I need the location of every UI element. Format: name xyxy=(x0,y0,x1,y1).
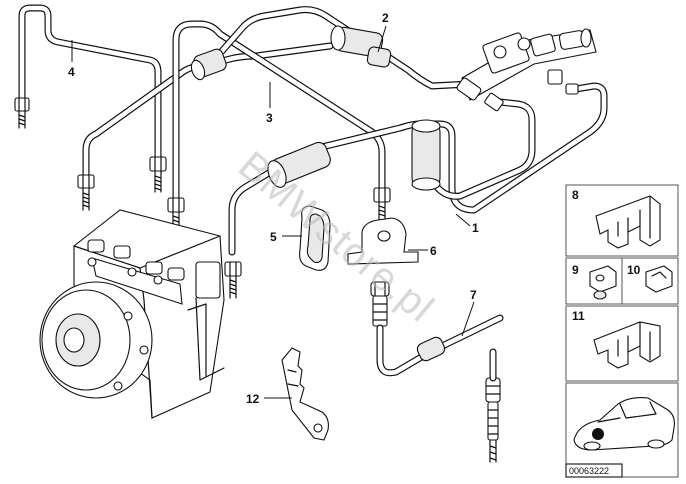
callout-7: 7 xyxy=(461,288,477,337)
hose-sleeve-top-right xyxy=(330,25,392,68)
abs-hydraulic-unit xyxy=(39,209,225,419)
brake-pipe-2 xyxy=(196,6,474,90)
fitting-pipe1-left xyxy=(224,261,242,299)
car-silhouette-drawing xyxy=(573,397,675,451)
fitting-pipe4-left xyxy=(14,97,30,129)
callout-5: 5 xyxy=(270,230,302,244)
holder-clip-part-12 xyxy=(281,347,329,441)
clip-part-8-drawing xyxy=(595,195,661,249)
parts-panel: 8 9 10 11 xyxy=(565,184,679,478)
callout-12-label: 12 xyxy=(246,392,260,406)
callout-2: 2 xyxy=(377,11,389,53)
clip-part-10-drawing xyxy=(645,265,673,293)
panel-item-8-label: 8 xyxy=(572,188,579,202)
callout-3: 3 xyxy=(266,82,273,125)
panel-item-11-label: 11 xyxy=(572,309,585,323)
brake-pipe-3 xyxy=(82,20,386,204)
callout-3-label: 3 xyxy=(266,111,273,125)
clip-part-11-drawing xyxy=(593,321,661,369)
fitting-pipe3-mid xyxy=(167,197,185,233)
callout-7-label: 7 xyxy=(470,288,477,302)
catalog-code-label: 00063222 xyxy=(569,466,609,476)
callout-6-label: 6 xyxy=(430,244,437,258)
callout-12: 12 xyxy=(246,392,292,406)
fitting-pipe3-left xyxy=(77,174,95,211)
hose-sleeve-mid xyxy=(267,141,331,188)
brake-distributor-block xyxy=(456,28,597,112)
hose-sleeve-top-left xyxy=(190,48,227,81)
brake-hose-part-7 xyxy=(370,281,504,463)
callout-1-label: 1 xyxy=(472,221,479,235)
panel-item-9-label: 9 xyxy=(572,263,579,277)
callout-5-label: 5 xyxy=(270,230,277,244)
fitting-pipe4-right xyxy=(149,156,167,193)
callout-2-label: 2 xyxy=(382,11,389,25)
panel-item-10-label: 10 xyxy=(627,263,641,277)
callout-4-label: 4 xyxy=(68,65,75,79)
fitting-pipe3-right xyxy=(373,187,391,223)
callout-4: 4 xyxy=(68,40,75,79)
brake-pipe-4 xyxy=(18,4,162,164)
grommet-part-5 xyxy=(299,205,331,271)
callout-1: 1 xyxy=(455,213,479,235)
callout-6: 6 xyxy=(408,244,437,258)
clip-part-9-drawing xyxy=(589,265,617,300)
watermark-text: BMWstore.pl xyxy=(230,143,442,331)
bracket-part-6 xyxy=(347,217,419,265)
location-marker-dot xyxy=(592,428,604,440)
hose-sleeve-vertical xyxy=(411,119,441,191)
